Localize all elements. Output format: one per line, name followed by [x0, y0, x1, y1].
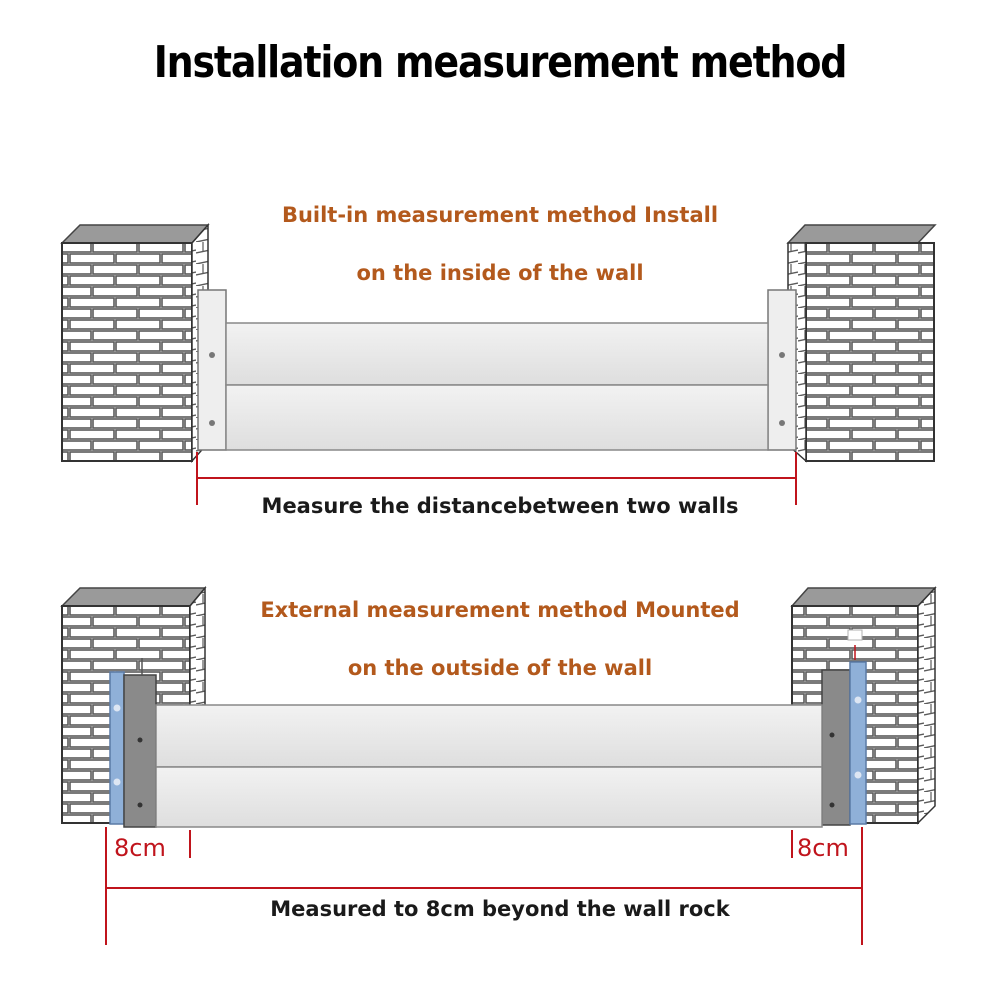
builtin-dimension-line	[196, 452, 797, 505]
right-mounting-bracket	[767, 289, 797, 451]
builtin-measure-label: Measure the distancebetween two walls	[261, 494, 739, 518]
external-caption-line2: on the outside of the wall	[347, 656, 653, 680]
flood-barrier-panels-external	[155, 704, 823, 828]
external-caption-line1: External measurement method Mounted	[260, 598, 740, 622]
flood-barrier-panels	[225, 322, 769, 451]
builtin-caption-line2: on the inside of the wall	[356, 261, 644, 285]
external-measure-label: Measured to 8cm beyond the wall rock	[270, 897, 730, 921]
left-brick-pillar	[60, 223, 210, 463]
left-mounting-bracket	[197, 289, 227, 451]
left-external-bracket	[109, 658, 157, 828]
right-offset-label: 8cm	[797, 834, 849, 862]
right-brick-pillar	[786, 224, 937, 463]
page-title: Installation measurement method	[153, 36, 848, 88]
external-diagram	[60, 585, 937, 945]
external-dimension-lines	[105, 827, 863, 945]
builtin-diagram	[60, 223, 937, 505]
builtin-caption-line1: Built-in measurement method Install	[281, 203, 719, 227]
left-offset-label: 8cm	[114, 834, 166, 862]
right-external-bracket	[821, 629, 867, 826]
